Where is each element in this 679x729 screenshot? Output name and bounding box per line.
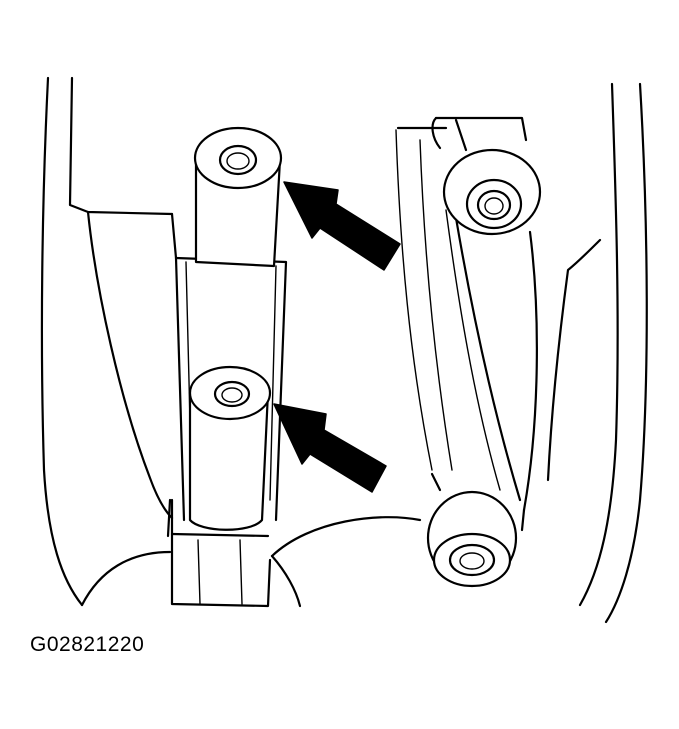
figure-id-label: G02821220: [30, 633, 145, 656]
lower-sleeve: [188, 365, 272, 531]
right-assembly: [426, 148, 542, 588]
callout-arrow-upper: [283, 181, 401, 271]
upper-sleeve: [193, 126, 283, 268]
housing-outline: [40, 76, 648, 624]
callout-arrow-lower: [273, 403, 387, 493]
